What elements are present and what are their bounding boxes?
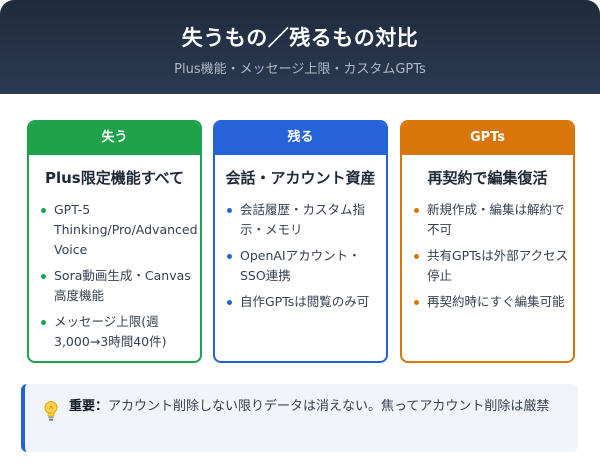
list-item: OpenAIアカウント・SSO連携 xyxy=(225,246,382,286)
note-text: 重要：アカウント削除しない限りデータは消えない。焦ってアカウント削除は厳禁 xyxy=(69,396,564,418)
bullet-dot-icon xyxy=(414,300,419,306)
card-lose: 失う Plus限定機能すべて GPT-5 Thinking/Pro/Advanc… xyxy=(27,120,202,363)
note-body: アカウント削除しない限りデータは消えない。焦ってアカウント削除は厳禁 xyxy=(108,399,550,414)
card-tab-keep: 残る xyxy=(215,122,386,155)
list-item-text: 会話履歴・カスタム指示・メモリ xyxy=(240,202,366,238)
important-note: 重要：アカウント削除しない限りデータは消えない。焦ってアカウント削除は厳禁 xyxy=(21,384,578,452)
card-keep: 残る 会話・アカウント資産 会話履歴・カスタム指示・メモリ OpenAIアカウン… xyxy=(213,120,388,363)
card-list-keep: 会話履歴・カスタム指示・メモリ OpenAIアカウント・SSO連携 自作GPTs… xyxy=(215,200,386,312)
page-subtitle: Plus機能・メッセージ上限・カスタムGPTs xyxy=(174,62,426,77)
card-list-gpts: 新規作成・編集は解約で不可 共有GPTsは外部アクセス停止 再契約時にすぐ編集可… xyxy=(402,200,573,312)
card-title-lose: Plus限定機能すべて xyxy=(44,169,185,187)
bullet-dot-icon xyxy=(41,274,46,280)
list-item: メッセージ上限(週3,000→3時間40件) xyxy=(39,312,196,352)
list-item-text: 共有GPTsは外部アクセス停止 xyxy=(427,248,569,284)
list-item-text: 新規作成・編集は解約で不可 xyxy=(427,202,565,238)
card-list-lose: GPT-5 Thinking/Pro/Advanced Voice Sora動画… xyxy=(29,200,200,352)
bullet-dot-icon xyxy=(227,254,232,260)
card-gpts: GPTs 再契約で編集復活 新規作成・編集は解約で不可 共有GPTsは外部アクセ… xyxy=(400,120,575,363)
list-item-text: OpenAIアカウント・SSO連携 xyxy=(240,248,361,284)
bullet-dot-icon xyxy=(41,320,46,326)
list-item-text: 再契約時にすぐ編集可能 xyxy=(427,294,565,310)
page-title: 失うもの／残るもの対比 xyxy=(181,26,419,50)
bullet-dot-icon xyxy=(227,300,232,306)
card-title-keep: 会話・アカウント資産 xyxy=(225,169,376,187)
bullet-dot-icon xyxy=(227,208,232,214)
bullet-dot-icon xyxy=(414,254,419,260)
list-item: 会話履歴・カスタム指示・メモリ xyxy=(225,200,382,240)
list-item-text: GPT-5 Thinking/Pro/Advanced Voice xyxy=(54,202,198,258)
list-item: 再契約時にすぐ編集可能 xyxy=(412,292,569,312)
list-item: 自作GPTsは閲覧のみ可 xyxy=(225,292,382,312)
note-label: 重要： xyxy=(69,399,109,414)
card-tab-gpts: GPTs xyxy=(402,122,573,155)
bullet-dot-icon xyxy=(41,208,46,214)
list-item-text: 自作GPTsは閲覧のみ可 xyxy=(240,294,370,310)
list-item: Sora動画生成・Canvas高度機能 xyxy=(39,266,196,306)
card-title-gpts: 再契約で編集復活 xyxy=(427,169,548,187)
bullet-dot-icon xyxy=(414,208,419,214)
card-tab-lose: 失う xyxy=(29,122,200,155)
list-item: GPT-5 Thinking/Pro/Advanced Voice xyxy=(39,200,198,260)
header: 失うもの／残るもの対比 Plus機能・メッセージ上限・カスタムGPTs xyxy=(0,0,600,94)
lightbulb-icon xyxy=(44,401,58,421)
list-item-text: メッセージ上限(週3,000→3時間40件) xyxy=(54,314,167,350)
list-item: 共有GPTsは外部アクセス停止 xyxy=(412,246,569,286)
list-item: 新規作成・編集は解約で不可 xyxy=(412,200,569,240)
list-item-text: Sora動画生成・Canvas高度機能 xyxy=(54,268,191,304)
